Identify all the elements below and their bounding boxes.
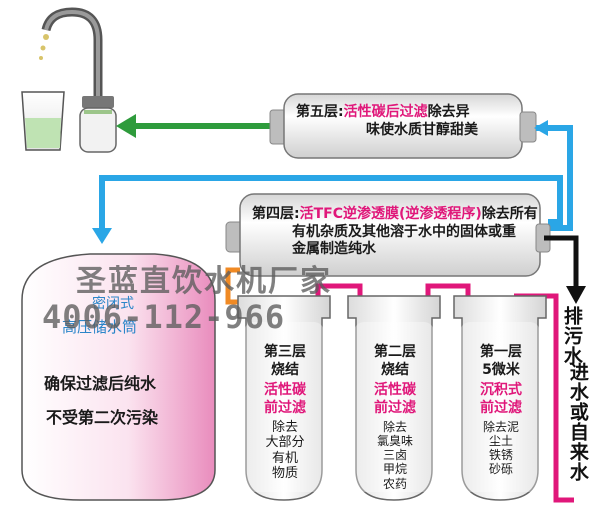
blue-pipe-stage4-to-tank bbox=[99, 175, 563, 232]
filter1-desc-2: 尘土 bbox=[488, 434, 513, 449]
stage5-name: 活性碳后过滤 bbox=[343, 104, 428, 120]
filter1-type-1: 沉积式 bbox=[480, 382, 522, 398]
faucet-base bbox=[79, 107, 117, 153]
stage4-head: 第四层: bbox=[252, 206, 300, 222]
filter2-desc-2: 氯臭味 bbox=[376, 434, 413, 449]
pure-water-outlet-arrow bbox=[116, 114, 270, 138]
stage4-desc-2: 有机杂质及其他溶于水中的固体或重 bbox=[292, 223, 516, 240]
filter2-desc-1: 除去 bbox=[382, 420, 407, 434]
tank-desc-line2: 不受第二次污染 bbox=[46, 408, 159, 427]
filter2-title-1: 第二层 bbox=[374, 344, 416, 360]
stage5-head: 第五层: bbox=[296, 104, 344, 120]
filter3-desc-4: 物质 bbox=[271, 465, 298, 481]
pink-pipe-1 bbox=[425, 283, 471, 300]
tank-desc-line1: 确保过滤后纯水 bbox=[44, 374, 157, 393]
tank-type-line2: 高压储水筒 bbox=[62, 318, 138, 336]
drain-label: 排污水 bbox=[560, 306, 583, 366]
stage5-post-carbon-filter bbox=[269, 93, 537, 159]
filter1-desc-3: 铁锈 bbox=[488, 448, 513, 463]
filter1-desc: 除去泥 尘土 铁锈 砂砾 bbox=[474, 420, 528, 477]
stage5-desc-2: 味使水质甘醇甜美 bbox=[366, 121, 478, 138]
filter3-desc: 除去 大部分 有机 物质 bbox=[258, 420, 312, 481]
filter1-type: 沉积式 前过滤 bbox=[478, 382, 524, 417]
filter1-title-1: 第一层 bbox=[480, 344, 522, 360]
filter2-type: 活性碳 前过滤 bbox=[372, 382, 418, 417]
filter2-title-2: 烧结 bbox=[381, 361, 409, 378]
filter1-desc-1: 除去泥 bbox=[482, 420, 519, 434]
filter-housing-stage3 bbox=[237, 295, 331, 501]
filter1-desc-4: 砂砾 bbox=[488, 462, 513, 477]
water-drop bbox=[43, 34, 49, 40]
filter3-type: 活性碳 前过滤 bbox=[262, 382, 308, 417]
stage4-label: 第四层:活TFC逆渗透膜(逆渗透程序)除去所有 有机杂质及其他溶于水中的固体或重… bbox=[252, 206, 538, 259]
filter2-desc-5: 农药 bbox=[382, 476, 407, 491]
water-drop bbox=[39, 56, 43, 60]
filter-housing-stage1 bbox=[453, 295, 547, 501]
filter3-title-2: 烧结 bbox=[271, 361, 299, 378]
faucet bbox=[39, 7, 114, 108]
filter3-desc-2: 大部分 bbox=[265, 435, 305, 451]
tank-type-line1: 密闭式 bbox=[92, 296, 134, 312]
filter2-desc: 除去 氯臭味 三卤 甲烷 农药 bbox=[368, 420, 422, 491]
stage4-ro-membrane bbox=[225, 193, 551, 277]
water-drop bbox=[40, 45, 46, 51]
watermark-brand: 圣蓝直饮水机厂家 bbox=[76, 264, 332, 299]
inlet-label: 进水或自来水 bbox=[566, 362, 589, 482]
filter3-type-2: 前过滤 bbox=[264, 399, 306, 416]
filter1-type-2: 前过滤 bbox=[480, 399, 522, 416]
stage4-name: 活TFC逆渗透膜(逆渗透程序) bbox=[299, 206, 482, 222]
blue-pipe-stage4-to-stage5 bbox=[536, 125, 573, 231]
stage4-desc-1: 除去所有 bbox=[481, 206, 538, 222]
filter3-desc-3: 有机 bbox=[271, 450, 298, 466]
filter2-title: 第二层 烧结 bbox=[372, 344, 418, 379]
pressure-tank bbox=[21, 253, 216, 501]
pink-pipe-2 bbox=[315, 283, 363, 300]
filter2-desc-4: 甲烷 bbox=[382, 462, 407, 477]
water-glass bbox=[21, 91, 65, 151]
filter3-title-1: 第三层 bbox=[264, 344, 306, 360]
filter3-type-1: 活性碳 bbox=[264, 382, 306, 398]
filter1-title: 第一层 5微米 bbox=[478, 344, 524, 379]
stage5-label: 第五层:活性碳后过滤除去异 味使水质甘醇甜美 bbox=[296, 104, 478, 139]
filter3-title: 第三层 烧结 bbox=[262, 344, 308, 379]
stage4-desc-3: 金属制造纯水 bbox=[292, 241, 376, 257]
filter2-desc-3: 三卤 bbox=[382, 448, 407, 463]
watermark-phone: 4006-112-966 bbox=[42, 298, 286, 336]
filter-housing-stage2 bbox=[347, 295, 441, 501]
filter2-type-2: 前过滤 bbox=[374, 399, 416, 416]
filter1-title-2: 5微米 bbox=[482, 361, 520, 378]
drain-pipe bbox=[544, 235, 579, 290]
stage5-desc-1: 除去异 bbox=[427, 104, 470, 120]
filter2-type-1: 活性碳 bbox=[374, 382, 416, 398]
filter3-desc-1: 除去 bbox=[271, 420, 298, 435]
